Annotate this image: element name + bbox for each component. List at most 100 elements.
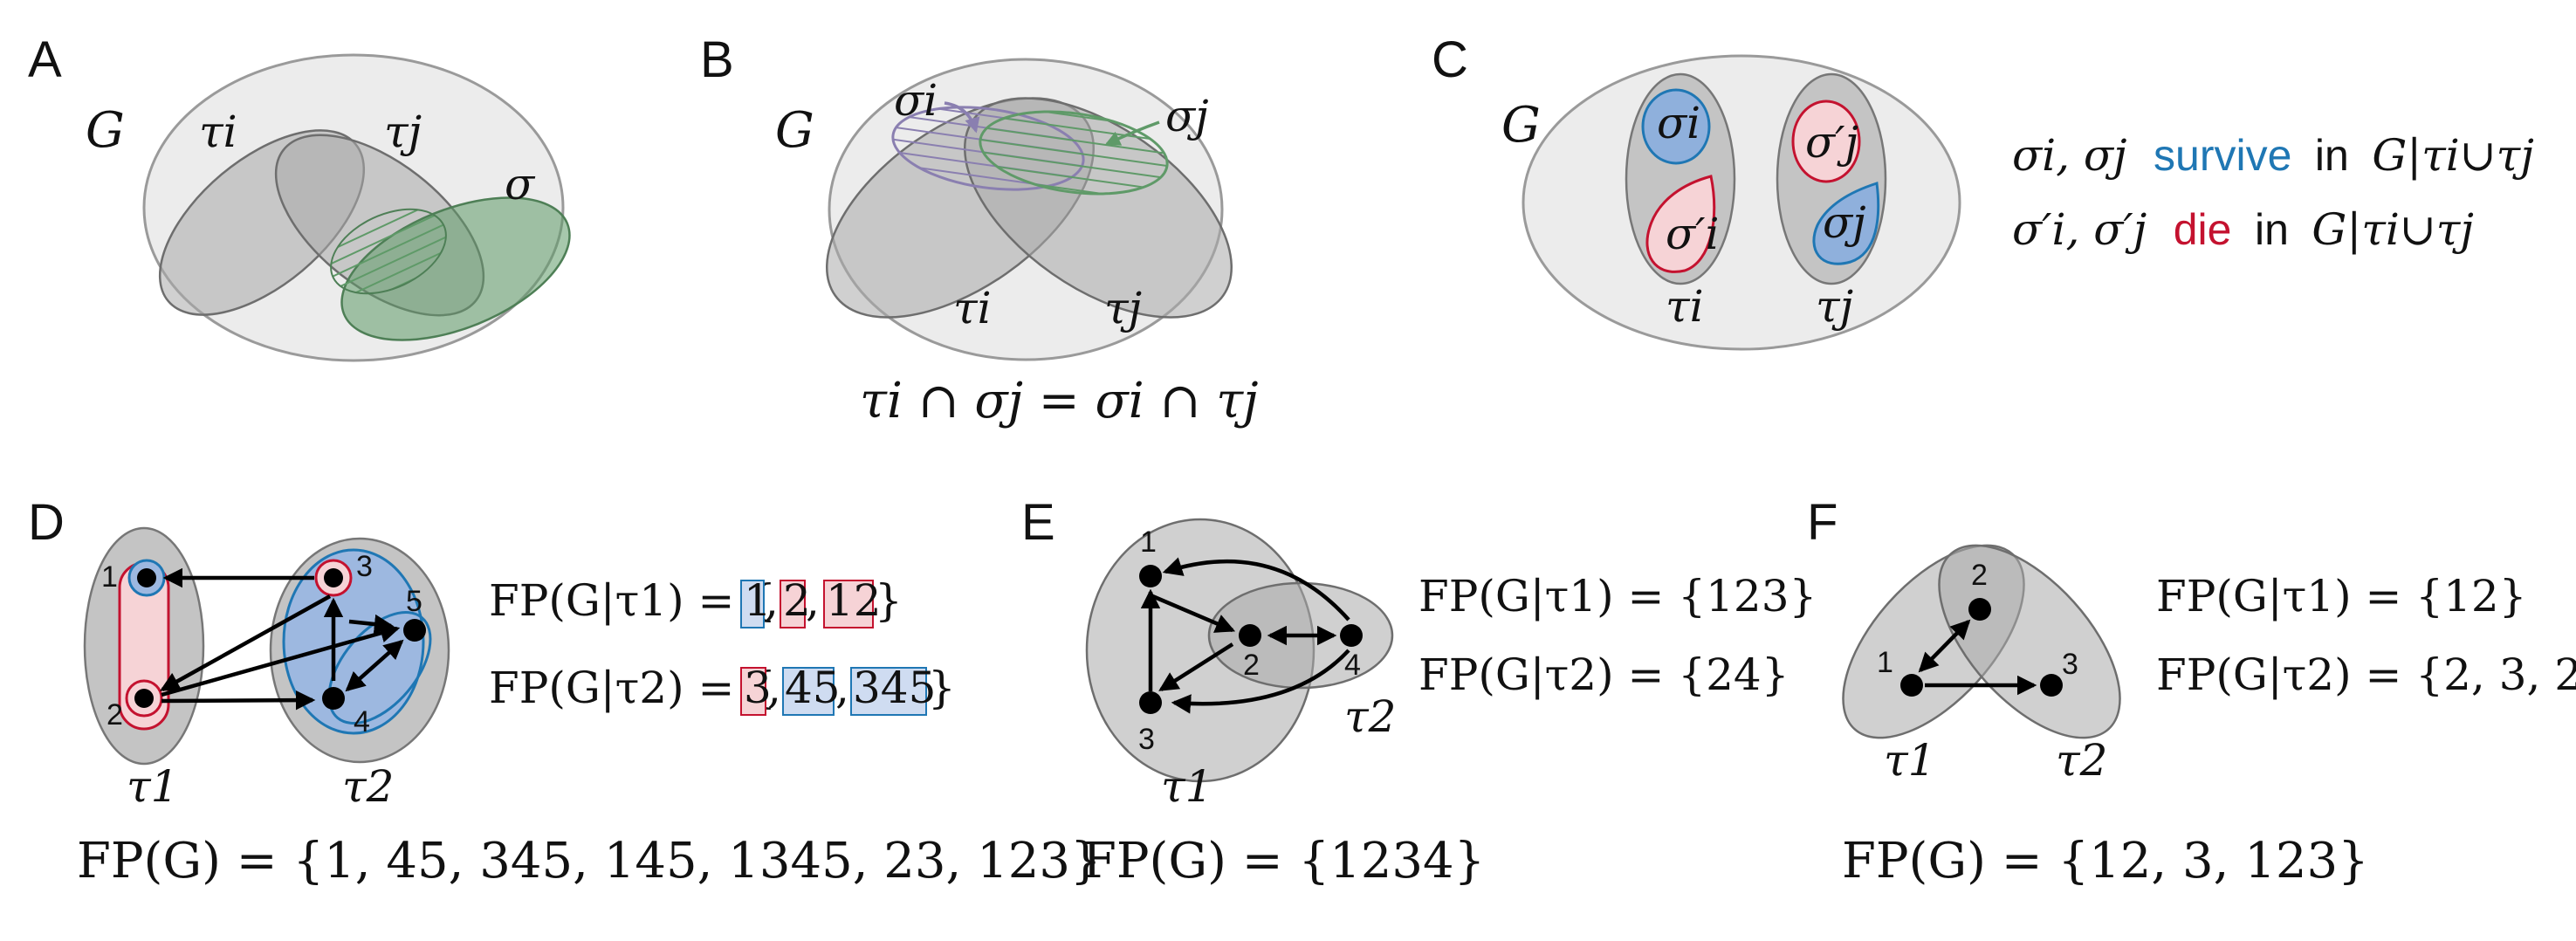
node-1 xyxy=(137,568,156,587)
node-label-3: 3 xyxy=(1138,723,1155,756)
set-sigma-j-prime xyxy=(1791,100,1861,183)
label-g: G xyxy=(1501,97,1541,154)
node-label-1: 1 xyxy=(1877,646,1893,679)
label-tau-2: τ2 xyxy=(342,761,394,812)
edge-3-2 xyxy=(160,594,332,691)
panel-label-e: E xyxy=(1021,494,1055,551)
label-sigma-j-prime: σ′j xyxy=(1805,117,1858,168)
label-tau-1: τ1 xyxy=(127,761,178,812)
fp-tau2-set-3: 3 xyxy=(744,663,772,713)
label-sigma-j: σj xyxy=(1165,91,1209,141)
panel-label-d: D xyxy=(28,494,65,551)
set-sigma-i xyxy=(1641,88,1711,165)
node-label-3: 3 xyxy=(2062,648,2078,681)
label-tau-j: τj xyxy=(1816,281,1853,332)
legend-vars-die: σ′i, σ′j xyxy=(2012,204,2147,255)
fp-tau2: FP(G|τ2) = { 3 , 45 , 345 } xyxy=(489,663,956,716)
label-tau-1: τ1 xyxy=(1884,735,1935,786)
fp-set-box-blue xyxy=(782,667,835,716)
node-3 xyxy=(324,568,343,587)
fp-tau1: FP(G|τ1) = {12} xyxy=(2156,571,2527,622)
fp-set-box-red xyxy=(740,667,766,716)
fp-tau1-lhs: FP(G|τ1) = { xyxy=(489,575,776,626)
set-tau-2 xyxy=(1938,544,2121,739)
legend-restriction: G|τi∪τj xyxy=(2372,130,2534,181)
label-tau-i: τi xyxy=(1666,281,1704,332)
panel-c: C G σi σ′i σ′j σj τi τj σi, σj survive i… xyxy=(1432,31,2534,351)
node-1 xyxy=(1139,565,1162,587)
legend-die: die xyxy=(2174,205,2232,254)
legend-line-1: σi, σj survive in G|τi∪τj xyxy=(2012,130,2534,181)
label-tau-2: τ2 xyxy=(2056,735,2107,786)
fp-set-box-blue xyxy=(850,667,927,716)
label-sigma-i: σi xyxy=(894,75,938,126)
arrow-sigma-j xyxy=(1104,120,1160,146)
panel-label-f: F xyxy=(1807,494,1838,551)
node-3 xyxy=(1139,691,1162,714)
legend: σi, σj survive in G|τi∪τj σ′i, σ′j die i… xyxy=(2012,130,2534,255)
fp-tau1-set-1: 1 xyxy=(744,575,772,626)
fp-set-box-red xyxy=(823,580,874,628)
label-sigma-i-prime: σ′i xyxy=(1666,209,1719,259)
legend-in-2: in xyxy=(2255,205,2289,254)
arrow-sigma-i xyxy=(944,101,980,134)
label-tau-2: τ2 xyxy=(1344,691,1396,742)
fp-tau2: FP(G|τ2) = {2, 3, 23} xyxy=(2156,649,2576,700)
set-sigma-i-prime xyxy=(1645,175,1716,273)
node-label-1: 1 xyxy=(1140,525,1157,559)
node-label-2: 2 xyxy=(106,698,123,732)
fp-tau2-lhs: FP(G|τ2) = { xyxy=(489,663,776,713)
fp-tau1: FP(G|τ1) = { 1 , 2 , 12 } xyxy=(489,575,903,628)
label-tau-1: τ1 xyxy=(1161,761,1212,812)
comma: , xyxy=(835,663,849,713)
fp-tau1-set-12: 12 xyxy=(826,575,882,626)
edge-2-4 xyxy=(161,690,316,711)
node-label-4: 4 xyxy=(354,705,370,738)
label-tau-i: τi xyxy=(199,106,237,157)
panel-label-b: B xyxy=(700,31,734,88)
panel-label-a: A xyxy=(28,31,62,88)
node-2 xyxy=(1968,598,1991,621)
node-5 xyxy=(403,619,426,642)
hatched-overlap xyxy=(330,208,447,295)
brace-close: } xyxy=(875,575,903,626)
edge-2-5 xyxy=(161,623,401,697)
fp-total: FP(G) = {12, 3, 123} xyxy=(1842,833,2369,889)
edge-1-2 xyxy=(1150,593,1236,633)
equation: τi ∩ σj = σi ∩ τj xyxy=(860,373,1259,429)
panel-b: B G σi σj τi τj τi ∩ σj = σi ∩ τj xyxy=(700,31,1259,429)
edge-4-1 xyxy=(1162,557,1350,622)
legend-survive: survive xyxy=(2154,131,2291,180)
brace-close: } xyxy=(928,663,956,713)
set-sigma-j xyxy=(1812,182,1880,265)
panel-e: E 1 2 3 4 τ1 τ2 FP(G|τ1) = {123} FP(G|τ2… xyxy=(1021,494,1817,889)
node-label-3: 3 xyxy=(356,550,373,583)
comma: , xyxy=(806,575,820,626)
fp-set-box-red xyxy=(780,580,806,628)
fp-tau2: FP(G|τ2) = {24} xyxy=(1419,649,1789,700)
panel-a: A G τi τj σ xyxy=(28,31,571,362)
label-g: G xyxy=(86,102,125,159)
comma: , xyxy=(765,575,779,626)
label-sigma: σ xyxy=(505,159,536,209)
edge-4-3 xyxy=(1171,649,1350,714)
node-label-5: 5 xyxy=(406,585,422,618)
node-label-1: 1 xyxy=(101,560,118,594)
node-2 xyxy=(1239,624,1261,647)
node-3 xyxy=(2040,674,2063,697)
fp-tau2-set-345: 345 xyxy=(853,663,936,713)
fp-tau1-set-2: 2 xyxy=(783,575,811,626)
fp-tau1: FP(G|τ1) = {123} xyxy=(1419,571,1817,622)
label-sigma-i: σi xyxy=(1657,98,1700,148)
node-2 xyxy=(134,689,154,708)
panel-d: D 1 2 3 4 5 τ1 τ2 FP(G|τ1) = { 1 , xyxy=(28,494,1102,889)
fp-total: FP(G) = {1, 45, 345, 145, 1345, 23, 123} xyxy=(77,833,1102,889)
set-g-outer xyxy=(1522,54,1961,351)
node-4 xyxy=(322,687,345,710)
fp-total: FP(G) = {1234} xyxy=(1082,833,1485,889)
node-4 xyxy=(1340,624,1363,647)
panel-f: F 1 2 3 τ1 τ2 FP(G|τ1) = {12} FP(G|τ2) =… xyxy=(1807,494,2576,889)
label-tau-i: τi xyxy=(953,283,992,333)
label-g: G xyxy=(775,102,814,159)
